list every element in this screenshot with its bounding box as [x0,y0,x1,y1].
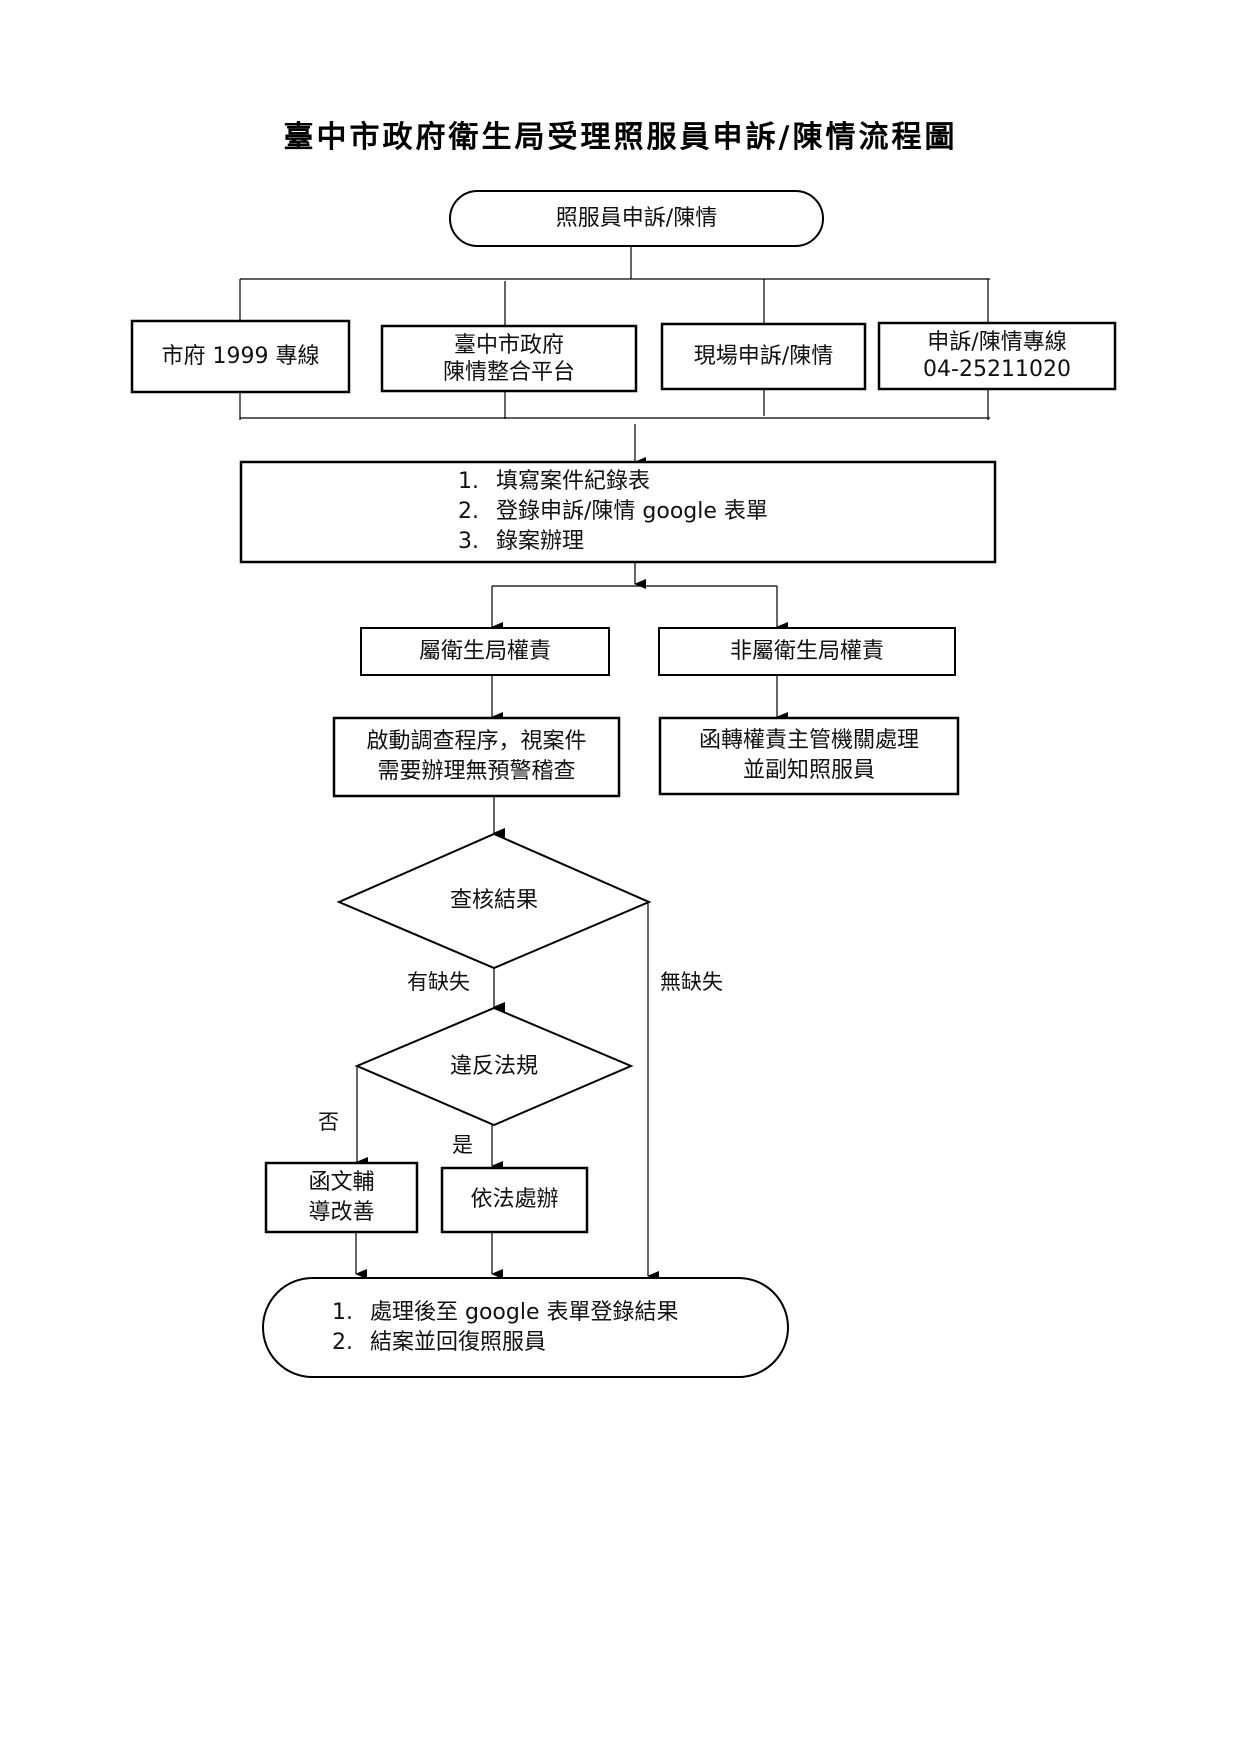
investigation-label: 啟動調查程序，視案件 [366,729,587,754]
legal-action-label: 依法處辦 [470,1187,559,1212]
health-bureau-node: 屬衛生局權責 [361,628,609,675]
hotline-number: 04-25211020 [923,357,1071,382]
forward-node: 函轉權責主管機關處理 並副知照服員 [660,718,958,794]
forward-label: 並副知照服員 [742,758,875,783]
channel-label: 市府 1999 專線 [161,343,320,369]
start-terminal-shape [449,190,824,247]
channel-box-1999 [130,319,351,394]
list-item: 2.結案並回復照服員 [332,1329,547,1355]
list-item: 1.處理後至 google 表單登錄結果 [332,1299,679,1325]
list-item: 3.錄案辦理 [458,529,585,554]
channel-label: 臺中市政府 [453,332,564,358]
end-terminal-shape [262,1277,789,1378]
page-title: 臺中市政府衛生局受理照服員申訴/陳情流程圖 [283,120,958,155]
channel-label: 現場申訴/陳情 [693,343,834,369]
channel-platform: 臺中市政府 陳情整合平台 [382,326,636,391]
edge-label-has-deficiency: 有缺失 [407,970,470,994]
audit-decision: 查核結果 [339,834,649,968]
investigation-node: 啟動調查程序，視案件 需要辦理無預警稽查 [334,718,619,796]
guidance-box [264,1161,419,1234]
channel-box-hotline [877,321,1117,391]
channel-hotline: 申訴/陳情專線 04-25211020 [879,323,1115,389]
forward-label: 函轉權責主管機關處理 [698,728,919,753]
end-terminal: 1.處理後至 google 表單登錄結果 2.結案並回復照服員 [332,1282,752,1373]
start-label: 照服員申訴/陳情 [555,205,718,231]
forward-box [658,716,960,796]
non-health-bureau-node: 非屬衛生局權責 [659,628,955,675]
channel-onsite: 現場申訴/陳情 [662,324,865,389]
health-bureau-box [360,627,610,676]
edge-label-no-deficiency: 無缺失 [660,970,723,994]
violation-decision-label: 違反法規 [449,1053,538,1079]
edge-label-yes: 是 [452,1133,473,1157]
start-terminal: 照服員申訴/陳情 [450,191,823,246]
channel-box-platform [380,324,638,393]
guidance-label: 函文輔 [308,1169,375,1195]
audit-decision-label: 查核結果 [449,888,538,913]
health-bureau-label: 屬衛生局權責 [418,638,551,664]
intake-process: 1.填寫案件紀錄表 2.登錄申訴/陳情 google 表單 3.錄案辦理 [458,466,908,558]
non-health-bureau-label: 非屬衛生局權責 [729,638,884,664]
edge-label-no: 否 [318,1110,339,1134]
investigation-box [332,716,621,798]
violation-decision-diamond [354,1006,634,1127]
intake-process-box [239,460,997,564]
legal-action-node: 依法處辦 [442,1168,587,1232]
investigation-label: 需要辦理無預警稽查 [377,759,576,784]
non-health-bureau-box [658,627,956,676]
list-item: 2.登錄申訴/陳情 google 表單 [458,499,768,524]
channel-1999: 市府 1999 專線 [132,321,349,392]
violation-decision: 違反法規 [357,1008,631,1125]
legal-action-box [440,1166,589,1234]
channel-label: 陳情整合平台 [442,359,575,385]
channel-label: 申訴/陳情專線 [927,330,1067,355]
guidance-label: 導改善 [308,1199,375,1225]
guidance-node: 函文輔 導改善 [266,1163,417,1232]
list-item: 1.填寫案件紀錄表 [458,469,651,494]
